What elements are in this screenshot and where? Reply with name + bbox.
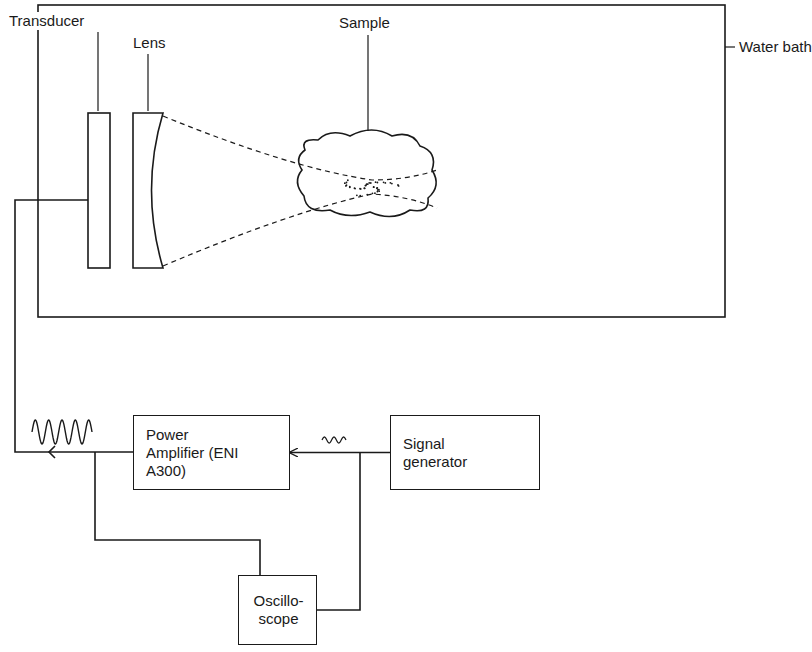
focal-region xyxy=(344,179,400,196)
input-waveform xyxy=(322,437,346,443)
monitor-wire xyxy=(315,452,360,610)
sample-outline xyxy=(297,130,436,217)
box-label: Oscillo- scope xyxy=(248,592,309,628)
output-waveform xyxy=(32,420,92,444)
part-label: Transducer xyxy=(8,12,85,30)
signal-wire xyxy=(290,452,390,454)
wire-arrow xyxy=(49,446,55,458)
amplifier-box: Power Amplifier (ENI A300) xyxy=(133,415,290,490)
signal-generator-box: Signal generator xyxy=(390,415,540,490)
beam-edge xyxy=(163,116,437,180)
leader-line xyxy=(147,54,148,111)
lens-shape xyxy=(133,113,163,268)
oscilloscope-box: Oscillo- scope xyxy=(238,575,317,645)
water-bath-outline xyxy=(38,5,725,317)
box-label: Power Amplifier (ENI A300) xyxy=(146,426,246,480)
beam-edge xyxy=(163,194,437,266)
transducer-element xyxy=(88,113,110,268)
part-label: Lens xyxy=(132,34,167,52)
drive-wire xyxy=(15,200,133,452)
leader-line xyxy=(97,32,98,111)
box-label: Signal generator xyxy=(403,435,483,471)
leader-line xyxy=(367,35,368,131)
part-label: Sample xyxy=(338,14,391,32)
leader-line xyxy=(725,46,735,47)
part-label: Water bath xyxy=(738,38,812,56)
